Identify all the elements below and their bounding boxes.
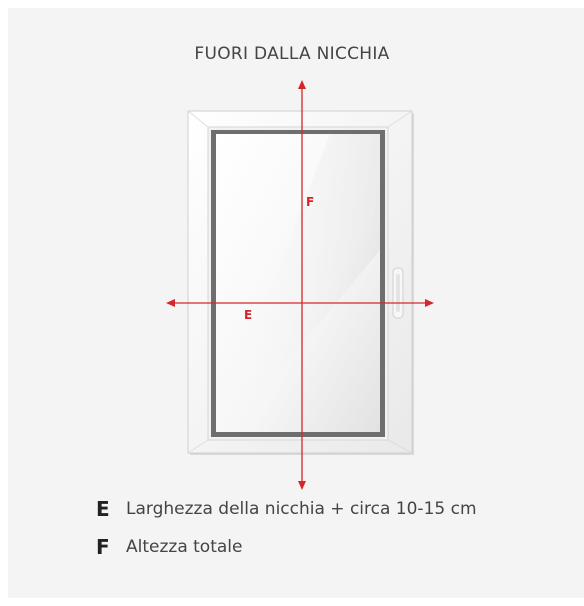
frame-bevel-line xyxy=(387,439,413,454)
arrow-head-right xyxy=(425,299,434,307)
height-arrow: F xyxy=(298,80,314,490)
legend-item-height: F Altezza totale xyxy=(96,535,242,559)
arrow-head-down xyxy=(298,481,306,490)
height-label: F xyxy=(306,195,314,209)
legend-key: F xyxy=(96,535,110,559)
glass-reflection xyxy=(216,134,380,432)
window-icon xyxy=(187,110,414,455)
arrow-head-up xyxy=(298,80,306,89)
frame-bevel-line xyxy=(187,439,209,454)
width-label: E xyxy=(244,308,252,322)
frame-bevel-line xyxy=(387,110,413,128)
frame-bevel-line xyxy=(187,110,209,128)
legend-item-width: E Larghezza della nicchia + circa 10-15 … xyxy=(96,497,477,521)
diagram-title: FUORI DALLA NICCHIA xyxy=(194,44,390,64)
arrow-head-left xyxy=(166,299,175,307)
legend-key: E xyxy=(96,497,110,521)
legend-text: Larghezza della nicchia + circa 10-15 cm xyxy=(126,499,477,519)
width-arrow: E xyxy=(166,299,434,322)
legend-text: Altezza totale xyxy=(126,537,243,557)
window-handle-icon xyxy=(392,267,404,319)
